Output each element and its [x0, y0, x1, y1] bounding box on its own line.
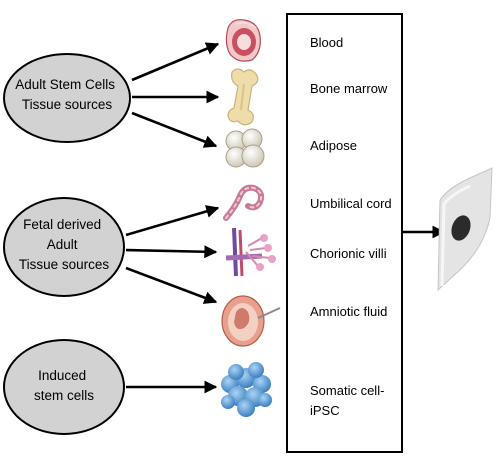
nucleus [451, 215, 471, 241]
stem-cell-icon [437, 167, 493, 292]
adipose-cells-icon [225, 128, 265, 168]
source-induced-stem-cells: Induced stem cells [3, 339, 125, 435]
source-label-line: stem cells [34, 388, 94, 403]
source-label-line: Adult [47, 237, 78, 252]
tissue-list-box [286, 13, 403, 453]
source-label-line: Tissue sources [19, 257, 110, 272]
source-label: Induced stem cells [34, 368, 94, 403]
arrow [131, 42, 220, 82]
tissue-label-amniotic-fluid: Amniotic fluid [310, 304, 387, 319]
tissue-label-blood: Blood [310, 35, 343, 50]
source-label: Fetal derived Adult Tissue sources [19, 217, 110, 272]
blood-vessel-icon [225, 19, 261, 62]
arrow [131, 111, 218, 148]
chorionic-villi-icon [225, 227, 276, 277]
tissue-label-somatic-cell-ipsc: Somatic cell-iPSC [310, 383, 384, 418]
bone-icon [227, 68, 259, 126]
cell-cluster-icon [221, 362, 272, 417]
source-label: Adult Stem Cells Tissue sources [15, 77, 119, 112]
tissue-labels: Blood Bone marrow Adipose Umbilical cord… [310, 35, 392, 418]
source-fetal-derived: Fetal derived Adult Tissue sources [3, 197, 125, 297]
tissue-label-adipose: Adipose [310, 138, 357, 153]
source-label-line: Tissue sources [22, 97, 113, 112]
arrow [125, 266, 218, 304]
umbilical-cord-icon [223, 184, 265, 221]
source-arrows [125, 42, 220, 394]
source-label-line: Fetal derived [23, 217, 101, 232]
source-ellipse [3, 339, 125, 435]
source-label-line: Adult Stem Cells [15, 77, 115, 92]
source-adult-stem-cells: Adult Stem Cells Tissue sources [3, 53, 131, 143]
tissue-label-line: iPSC [310, 403, 340, 418]
tissue-label-bone-marrow: Bone marrow [310, 81, 388, 96]
source-ellipse [3, 53, 131, 143]
tissue-label-chorionic-villi: Chorionic villi [310, 246, 387, 261]
amniotic-sac-icon [221, 295, 281, 347]
tissue-label-umbilical-cord: Umbilical cord [310, 196, 392, 211]
tissue-label-line: Somatic cell- [310, 383, 384, 398]
arrow [125, 205, 220, 237]
source-label-line: Induced [38, 368, 86, 383]
arrow [125, 245, 218, 259]
source-ellipse [3, 197, 125, 297]
